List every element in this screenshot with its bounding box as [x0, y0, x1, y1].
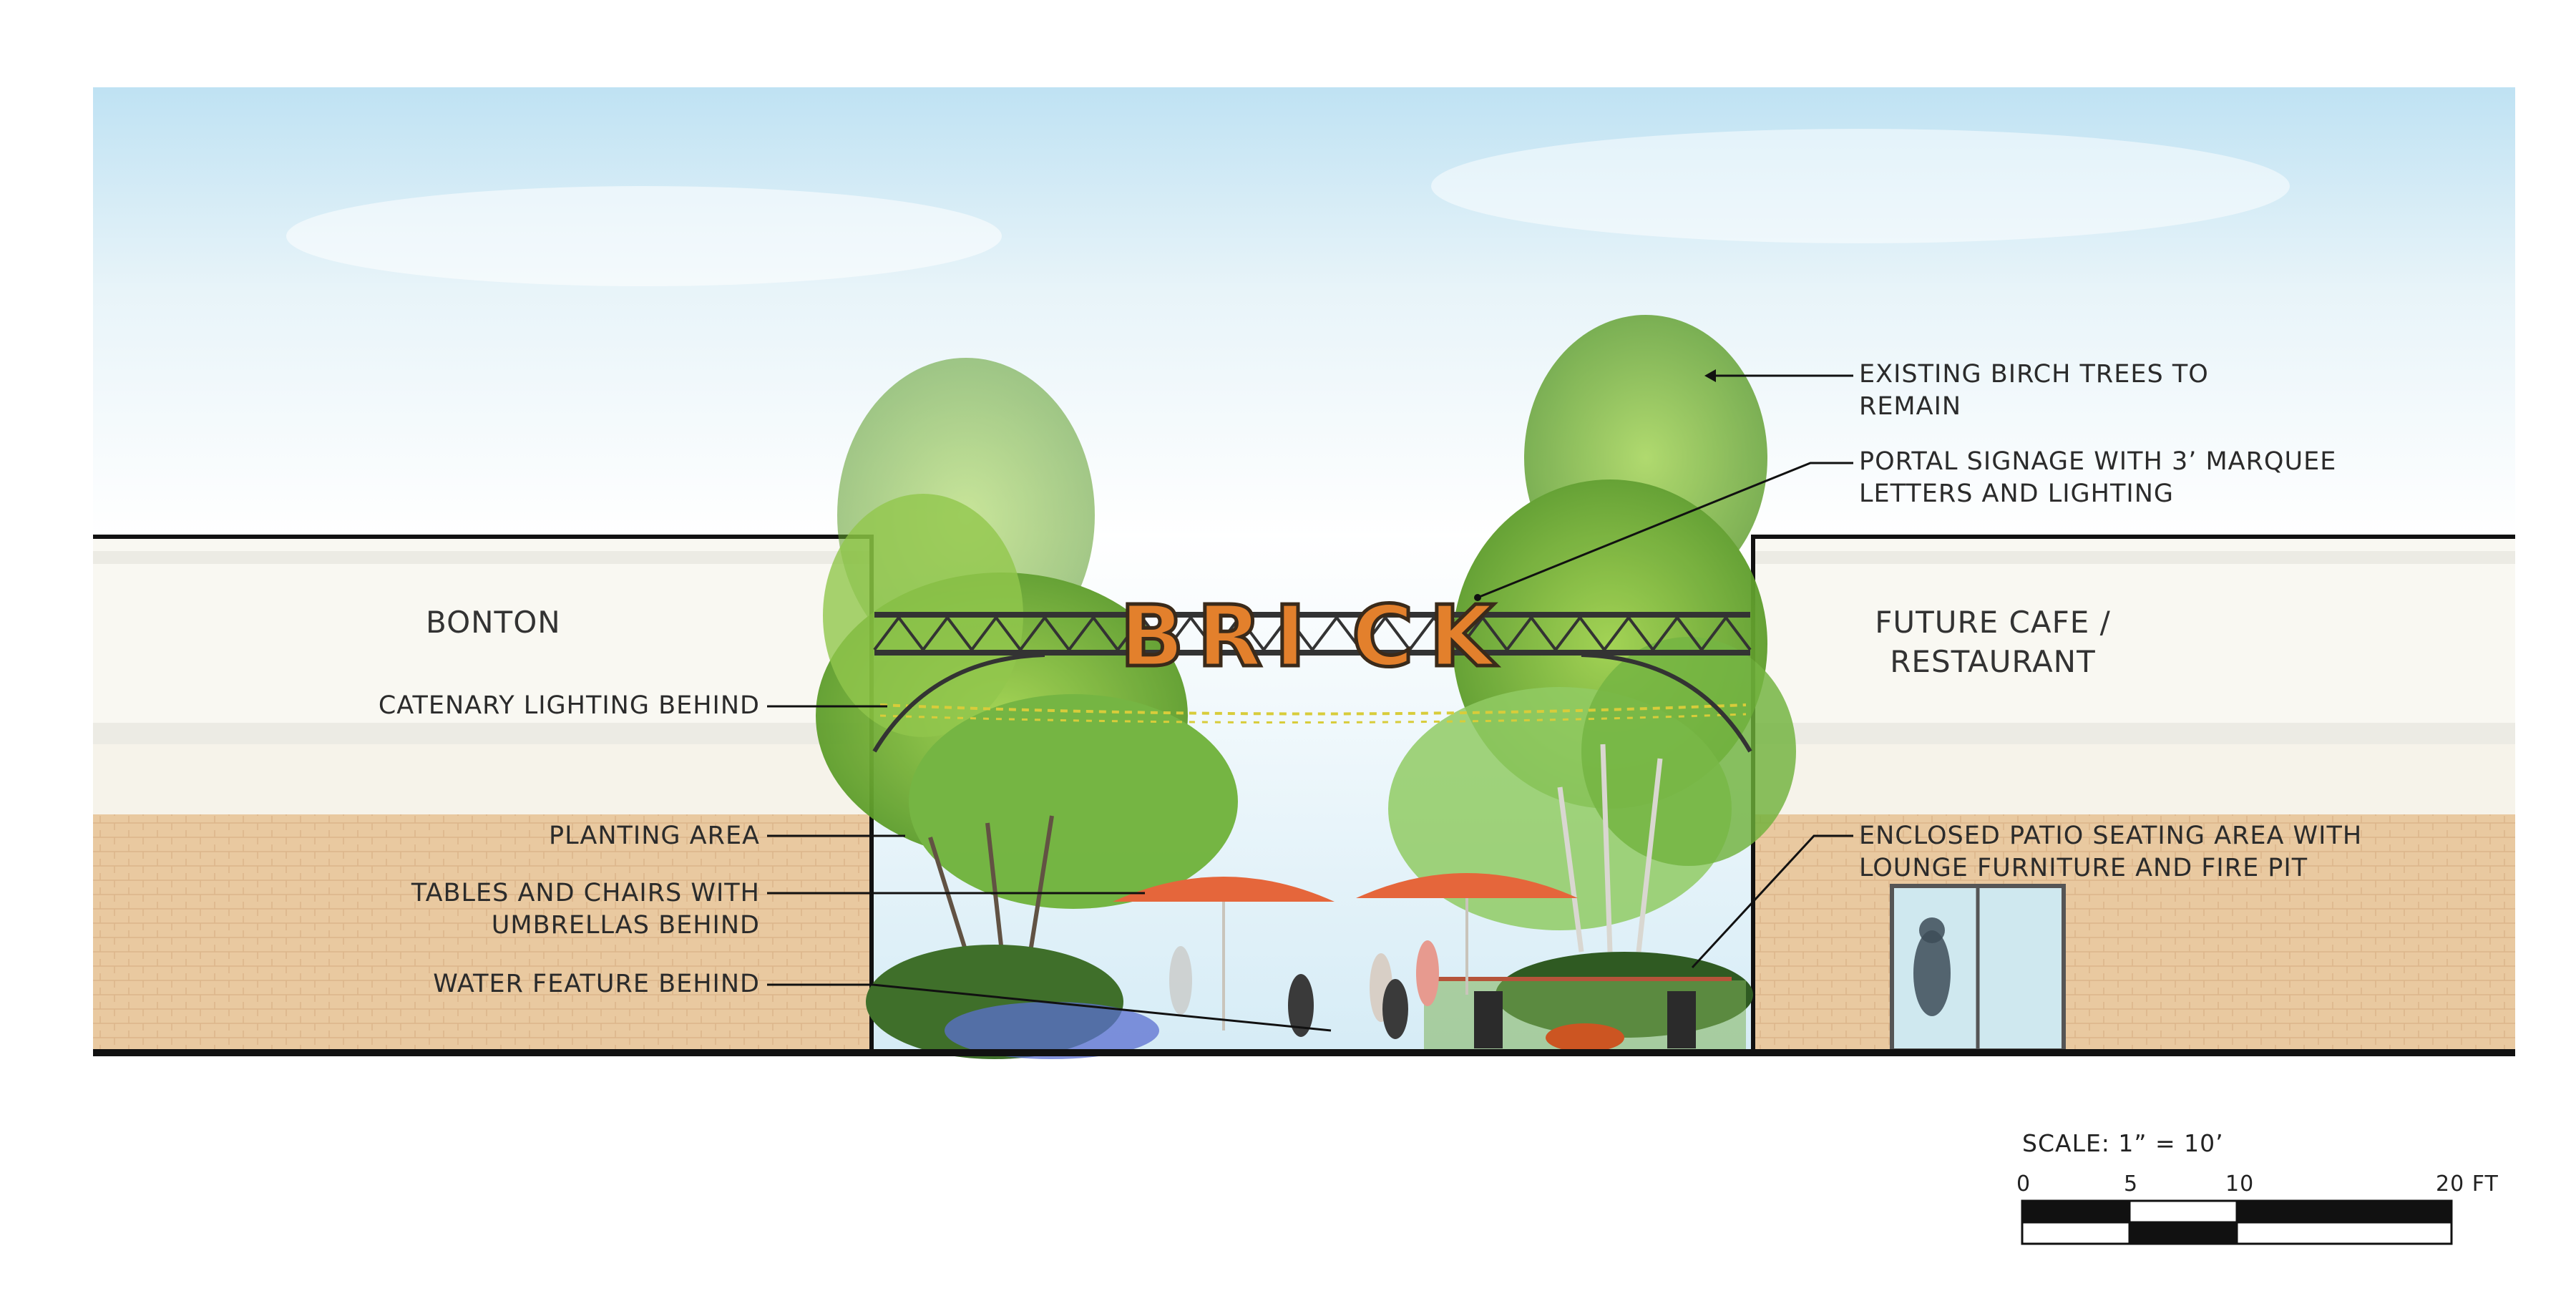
callout-portal-line1: PORTAL SIGNAGE WITH 3’ MARQUEE — [1859, 447, 2337, 476]
callout-tables-line1: TABLES AND CHAIRS WITH — [411, 879, 760, 907]
callout-birch-line1: EXISTING BIRCH TREES TO — [1859, 360, 2209, 389]
right-building — [1751, 535, 2515, 1053]
right-building-label-line2: RESTAURANT — [1890, 644, 2096, 679]
catenary-lighting — [879, 703, 1747, 716]
scale-tick-20: 20 FT — [2436, 1171, 2499, 1197]
callout-water: WATER FEATURE BEHIND — [433, 970, 760, 998]
people — [1169, 940, 1439, 1039]
sign-letter-c: C — [1352, 587, 1414, 686]
callout-portal-line2: LETTERS AND LIGHTING — [1859, 479, 2174, 508]
right-building-label-line1: FUTURE CAFE / — [1875, 605, 2111, 640]
sign-letter-r: R — [1197, 587, 1262, 686]
scale-bar — [2021, 1199, 2453, 1245]
callout-planting: PLANTING AREA — [549, 822, 760, 850]
callout-birch-line2: REMAIN — [1859, 392, 1962, 421]
sign-letter-k: K — [1429, 587, 1498, 686]
sign-letter-i: I — [1274, 587, 1306, 686]
callout-tables-line2: UMBRELLAS BEHIND — [491, 911, 760, 940]
callout-patio-line1: ENCLOSED PATIO SEATING AREA WITH — [1859, 822, 2363, 850]
scale-tick-0: 0 — [2016, 1171, 2031, 1197]
left-building-label: BONTON — [426, 605, 561, 640]
scale-tick-10: 10 — [2225, 1171, 2255, 1197]
ground-line — [93, 1049, 2515, 1056]
sign-letter-b: B — [1120, 587, 1184, 686]
umbrella-right — [1356, 873, 1578, 995]
fire-pit — [1546, 1023, 1624, 1052]
callout-catenary: CATENARY LIGHTING BEHIND — [378, 691, 760, 720]
umbrella-left — [1113, 877, 1335, 1031]
callout-patio-line2: LOUNGE FURNITURE AND FIRE PIT — [1859, 854, 2308, 882]
scale-label: SCALE: 1” = 10’ — [2022, 1129, 2224, 1157]
leader-lines — [767, 374, 1853, 1032]
left-building — [93, 535, 874, 1052]
portal-truss — [872, 612, 1752, 753]
scale-tick-5: 5 — [2124, 1171, 2139, 1197]
